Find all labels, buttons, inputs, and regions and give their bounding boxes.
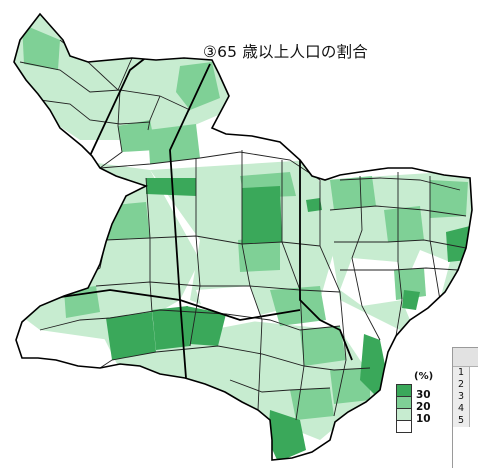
boundary-line-3 bbox=[99, 151, 321, 181]
region-dark-7 bbox=[360, 334, 388, 396]
legend-unit: (%) bbox=[414, 371, 434, 382]
boundary-line-19 bbox=[99, 345, 371, 371]
boundary-line-8 bbox=[189, 158, 201, 347]
legend: (%) 30 20 10 bbox=[396, 371, 436, 443]
ward-outline bbox=[13, 12, 473, 461]
boundary-line-4 bbox=[105, 235, 321, 247]
row-number: 4 bbox=[453, 403, 470, 415]
region-mid-s-3 bbox=[290, 388, 334, 420]
legend-break-20: 20 bbox=[416, 401, 431, 413]
row-number: 1 bbox=[453, 367, 470, 379]
map-title: ③65 歳以上人口の割合 bbox=[203, 43, 368, 61]
region-dark-2 bbox=[242, 186, 282, 244]
boundary-line-2 bbox=[39, 99, 151, 125]
boundary-line-5 bbox=[95, 281, 341, 293]
district-boundary-1 bbox=[87, 55, 149, 161]
table-row: 5 bbox=[453, 415, 478, 427]
district-boundary-2 bbox=[169, 63, 211, 379]
region-mid-c-2 bbox=[270, 286, 326, 326]
region-mid-n-2 bbox=[148, 124, 200, 164]
region-mid-w-1 bbox=[104, 202, 150, 240]
boundary-line-16 bbox=[351, 175, 381, 341]
region-mid-nw-2 bbox=[176, 62, 220, 110]
legend-break-30: 30 bbox=[416, 389, 431, 401]
table-header bbox=[453, 348, 478, 367]
boundary-line-6 bbox=[39, 309, 341, 331]
row-number: 2 bbox=[453, 379, 470, 391]
region-mid-s-1 bbox=[300, 326, 346, 366]
boundary-line-1 bbox=[19, 61, 191, 111]
data-table: 1 2 3 4 5 bbox=[452, 347, 478, 468]
region-mid-c-1 bbox=[238, 236, 280, 272]
boundary-line-7 bbox=[145, 177, 153, 313]
region-mid-e-3 bbox=[430, 180, 468, 218]
legend-break-10: 10 bbox=[416, 413, 431, 425]
boundary-line-15 bbox=[340, 267, 459, 271]
boundary-line-14 bbox=[334, 239, 467, 249]
region-dark-4 bbox=[152, 306, 190, 350]
table-row: 4 bbox=[453, 403, 478, 415]
boundary-line-17 bbox=[395, 172, 403, 337]
region-dark-5 bbox=[186, 306, 226, 346]
boundary-line-11 bbox=[319, 180, 347, 417]
region-mid-n-1 bbox=[118, 120, 156, 152]
table-row: 1 bbox=[453, 367, 478, 379]
table-row: 2 bbox=[453, 379, 478, 391]
boundary-line-24 bbox=[229, 379, 331, 393]
table-rows: 1 2 3 4 5 bbox=[453, 367, 478, 427]
boundary-line-13 bbox=[329, 205, 467, 217]
boundary-line-22 bbox=[147, 95, 161, 131]
region-dark-3 bbox=[106, 312, 156, 360]
region-dark-6 bbox=[268, 410, 306, 460]
region-mid-s-2 bbox=[330, 368, 370, 404]
boundary-line-18 bbox=[429, 176, 441, 301]
boundary-line-21 bbox=[99, 89, 123, 169]
district-boundary-4 bbox=[39, 289, 301, 321]
row-number: 3 bbox=[453, 391, 470, 403]
row-number: 5 bbox=[453, 415, 470, 427]
region-mid-e-1 bbox=[330, 176, 376, 210]
region-dark-9 bbox=[402, 290, 420, 310]
legend-swatch-under-10 bbox=[396, 420, 412, 433]
region-dark-10 bbox=[306, 198, 322, 212]
region-dark-1 bbox=[146, 178, 196, 196]
district-boundary-3 bbox=[299, 160, 353, 361]
boundary-line-9 bbox=[241, 150, 263, 411]
region-mid-nw-1 bbox=[22, 24, 60, 70]
region-mid-sw bbox=[64, 286, 100, 318]
region-mid-e-2 bbox=[384, 206, 424, 242]
table-row: 3 bbox=[453, 391, 478, 403]
